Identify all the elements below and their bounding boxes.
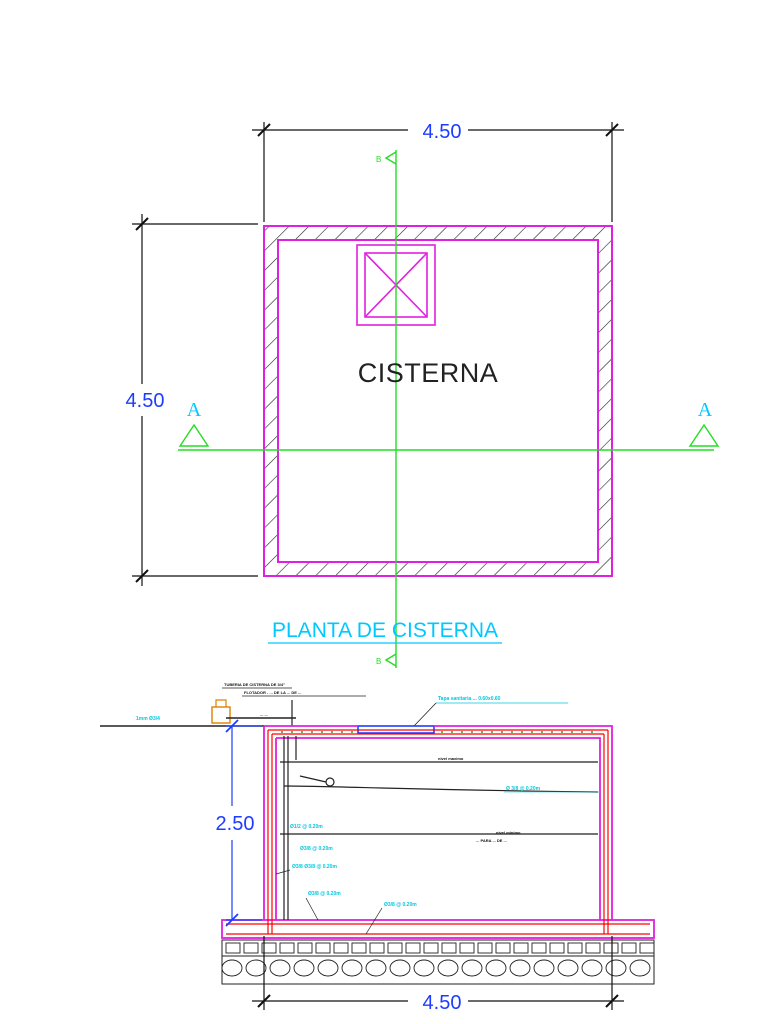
note-left-pipe: 1mm Ø3/4 <box>136 716 160 722</box>
foundation-stone <box>557 959 579 977</box>
inlet-valve <box>211 699 296 726</box>
foundation-stone <box>293 959 315 977</box>
foundation-brick <box>351 942 367 954</box>
foundation-brick <box>585 942 601 954</box>
foundation-bricks <box>225 942 655 954</box>
note-top-left-1: TUBERIA DE CISTERNA DE 3/4" <box>224 682 285 687</box>
section-marker-right-label: A <box>698 399 713 421</box>
svg-text:B: B <box>376 155 381 164</box>
note-nivel-maximo: nivel maximo <box>438 756 464 761</box>
plan-title: PLANTA DE CISTERNA <box>272 619 498 642</box>
foundation-stone <box>317 959 339 977</box>
foundation-brick <box>333 942 349 954</box>
section-marker-left: A <box>178 399 210 447</box>
section-dim-bottom-label: 4.50 <box>423 992 462 1014</box>
foundation-stone <box>269 959 291 977</box>
section-dim-height-label: 2.50 <box>216 813 255 835</box>
foundation-brick <box>261 942 277 954</box>
plan-axis-lines <box>178 150 714 668</box>
foundation-brick <box>603 942 619 954</box>
plan-dim-left-label: 4.50 <box>126 390 165 412</box>
inlet-pipe <box>283 736 297 920</box>
foundation-brick <box>315 942 331 954</box>
foundation-stone <box>461 959 483 977</box>
note-top-left-3: ... ... <box>260 712 268 717</box>
plan-dim-top <box>252 122 624 222</box>
foundation-brick <box>441 942 457 954</box>
note-bars-4: Ø3/8 @ 0.20m <box>308 891 341 897</box>
svg-text:B: B <box>376 657 381 666</box>
foundation-stone <box>581 959 603 977</box>
foundation-brick <box>567 942 583 954</box>
plan-view: 4.50 4.50 <box>126 121 720 668</box>
foundation-brick <box>477 942 493 954</box>
section-walls <box>221 725 655 939</box>
foundation-brick <box>531 942 547 954</box>
section-marker-left-label: A <box>187 399 202 421</box>
section-dim-height <box>225 719 262 927</box>
foundation-stones <box>221 959 651 977</box>
plan-walls <box>263 225 613 577</box>
foundation-brick <box>423 942 439 954</box>
note-bars-2: Ø3/8 @ 0.20m <box>300 846 333 852</box>
plan-dim-top-label: 4.50 <box>423 121 462 143</box>
foundation-brick <box>387 942 403 954</box>
room-label: CISTERNA <box>358 358 499 388</box>
foundation-stone <box>389 959 411 977</box>
section-dim-bottom <box>252 936 624 1010</box>
foundation-brick <box>297 942 313 954</box>
foundation-brick <box>225 942 241 954</box>
foundation-stone <box>341 959 363 977</box>
note-bars-1: Ø1/2 @ 0.20m <box>290 824 323 830</box>
foundation-brick <box>459 942 475 954</box>
water-levels <box>280 761 599 835</box>
foundation-brick <box>243 942 259 954</box>
note-bars-3: Ø3/8 Ø3/8 @ 0.20m <box>292 864 337 870</box>
foundation-brick <box>495 942 511 954</box>
note-bars-5: Ø3/8 @ 0.20m <box>384 902 417 908</box>
foundation-stone <box>365 959 387 977</box>
plan-dim-left <box>132 214 258 586</box>
foundation-stone <box>605 959 627 977</box>
note-lid: Tapa sanitaria ... 0.60x0.60 <box>438 696 501 702</box>
foundation-brick <box>369 942 385 954</box>
foundation-brick <box>405 942 421 954</box>
foundation-brick <box>549 942 565 954</box>
foundation-stone <box>413 959 435 977</box>
foundation-brick <box>279 942 295 954</box>
foundation-stone <box>509 959 531 977</box>
foundation-stone <box>629 959 651 977</box>
note-nivel-minimo: nivel minimo <box>496 830 521 835</box>
foundation-stone <box>485 959 507 977</box>
foundation-stone <box>533 959 555 977</box>
section-marker-right: A <box>688 399 720 447</box>
plan-axis-marks: B B <box>376 155 381 666</box>
note-nivel-minimo-2: ... PARA ... DE ... <box>476 838 507 843</box>
foundation-stone <box>221 959 243 977</box>
foundation-stone <box>245 959 267 977</box>
foundation-stone <box>437 959 459 977</box>
section-rebar <box>226 729 650 935</box>
section-view: TUBERIA DE CISTERNA DE 3/4" FLOTADOR - .… <box>100 682 655 1014</box>
note-wall-right: Ø 3/8 @ 0.20m <box>506 786 541 792</box>
note-top-left-2: FLOTADOR - ... DE LA ... DE ... <box>244 690 301 695</box>
foundation-brick <box>639 942 655 954</box>
section-top-dots <box>281 731 593 733</box>
foundation-brick <box>621 942 637 954</box>
section-foundation <box>221 939 655 985</box>
foundation-brick <box>513 942 529 954</box>
